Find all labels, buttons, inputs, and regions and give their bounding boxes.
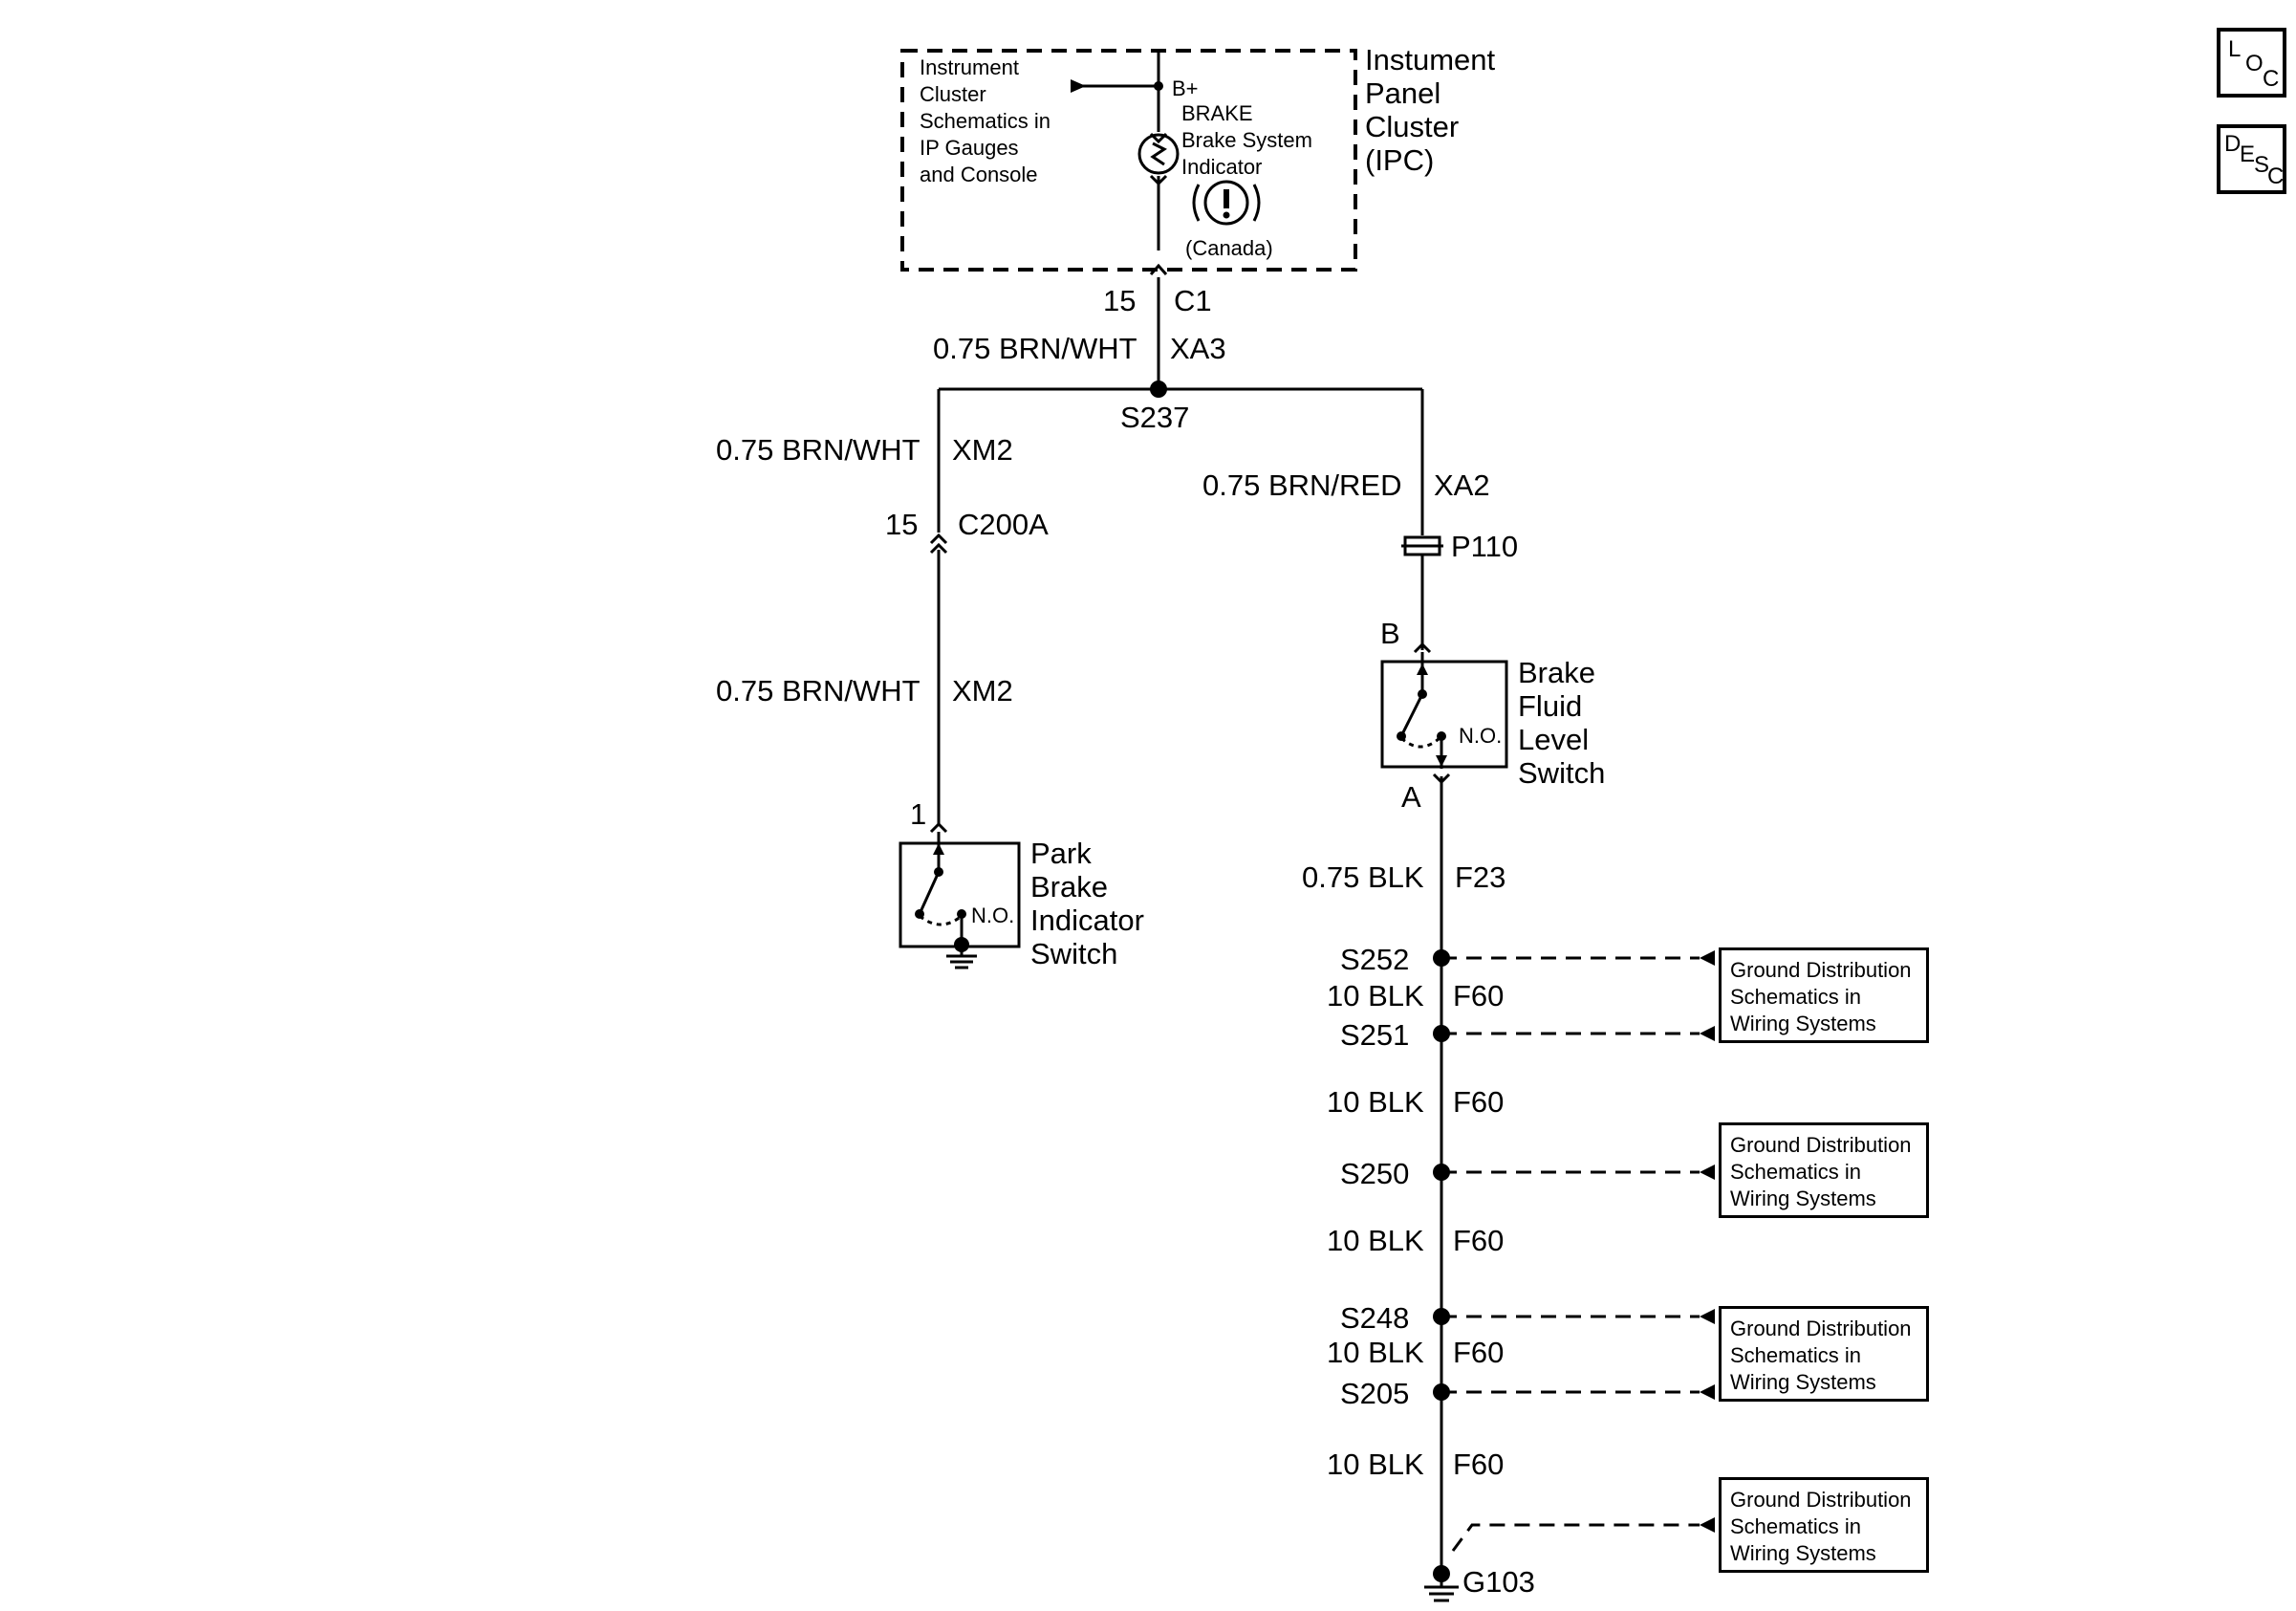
splice-label-s205: S205 xyxy=(1340,1377,1410,1410)
pin-1-label: 1 xyxy=(910,797,927,831)
brake-warning-icon xyxy=(1192,180,1261,226)
c200a-label: C200A xyxy=(958,508,1049,541)
desc-letter-d: D xyxy=(2224,131,2242,157)
s205-dot xyxy=(1433,1383,1450,1401)
s251-dot xyxy=(1433,1025,1450,1042)
c200a-pin-label: 15 xyxy=(885,508,919,541)
f23-label: F23 xyxy=(1455,860,1506,894)
park-switch-box xyxy=(899,841,1021,948)
desc-letter-e: E xyxy=(2240,142,2256,167)
loc-letter-c: C xyxy=(2263,66,2280,92)
f60-label-1: F60 xyxy=(1453,979,1505,1012)
fluid-switch-box xyxy=(1380,660,1508,769)
xa3-label: XA3 xyxy=(1170,332,1226,365)
s250-dot xyxy=(1433,1164,1450,1181)
s252-dot xyxy=(1433,949,1450,967)
xm2-upper-label: XM2 xyxy=(952,433,1013,467)
s237-label: S237 xyxy=(1120,401,1190,434)
ref-line-g103 xyxy=(1451,1523,1700,1552)
s237-dot xyxy=(1150,381,1167,398)
p110-label: P110 xyxy=(1451,530,1519,563)
desc-letter-s: S xyxy=(2254,152,2270,178)
loc-letter-o: O xyxy=(2245,51,2264,76)
f60-wire-label-1: 10 BLK xyxy=(1327,979,1424,1012)
b-plus-dot xyxy=(1154,81,1163,91)
f60-label-3: F60 xyxy=(1453,1224,1505,1257)
ground-label-g103: G103 xyxy=(1462,1565,1535,1599)
xa2-label: XA2 xyxy=(1434,468,1490,502)
xa2-wire-label: 0.75 BRN/RED xyxy=(1202,468,1402,502)
canada-label: (Canada) xyxy=(1185,236,1273,260)
pin-a-label: A xyxy=(1401,780,1421,814)
splice-label-s251: S251 xyxy=(1340,1018,1410,1052)
desc-letter-c: C xyxy=(2267,163,2285,189)
connector-1 xyxy=(929,821,948,834)
s248-dot xyxy=(1433,1308,1450,1325)
g103-dot xyxy=(1433,1565,1450,1582)
f60-wire-label-4: 10 BLK xyxy=(1327,1336,1424,1369)
c1-pin-label: 15 xyxy=(1103,284,1137,317)
loc-button[interactable]: L O C xyxy=(2217,28,2286,98)
splice-label-s250: S250 xyxy=(1340,1157,1410,1190)
c200a-connector xyxy=(929,533,948,545)
brake-bulb-icon xyxy=(1137,132,1180,186)
pin-b-label: B xyxy=(1380,617,1400,650)
c1-connector xyxy=(1149,263,1168,275)
splice-label-s252: S252 xyxy=(1340,943,1410,976)
ipc-boundary xyxy=(900,49,1357,272)
loc-letter-l: L xyxy=(2228,36,2242,62)
b-plus-label: B+ xyxy=(1172,76,1199,100)
xm2-lower-wire-label: 0.75 BRN/WHT xyxy=(716,674,921,708)
connector-b xyxy=(1413,642,1432,654)
desc-button[interactable]: D E S C xyxy=(2217,124,2286,194)
f60-wire-label-2: 10 BLK xyxy=(1327,1085,1424,1119)
park-switch-no: N.O. xyxy=(971,903,1015,927)
f60-label-4: F60 xyxy=(1453,1336,1505,1369)
f60-wire-label-3: 10 BLK xyxy=(1327,1224,1424,1257)
connector-a xyxy=(1432,773,1451,785)
xm2-lower-label: XM2 xyxy=(952,674,1013,708)
xa3-wire-label: 0.75 BRN/WHT xyxy=(933,332,1137,365)
f60-label-2: F60 xyxy=(1453,1085,1505,1119)
f60-label-5: F60 xyxy=(1453,1448,1505,1481)
f23-wire-label: 0.75 BLK xyxy=(1302,860,1424,894)
splice-label-s248: S248 xyxy=(1340,1301,1410,1335)
f60-wire-label-5: 10 BLK xyxy=(1327,1448,1424,1481)
xm2-upper-wire-label: 0.75 BRN/WHT xyxy=(716,433,921,467)
c1-label: C1 xyxy=(1174,284,1212,317)
fluid-switch-no: N.O. xyxy=(1459,724,1503,748)
